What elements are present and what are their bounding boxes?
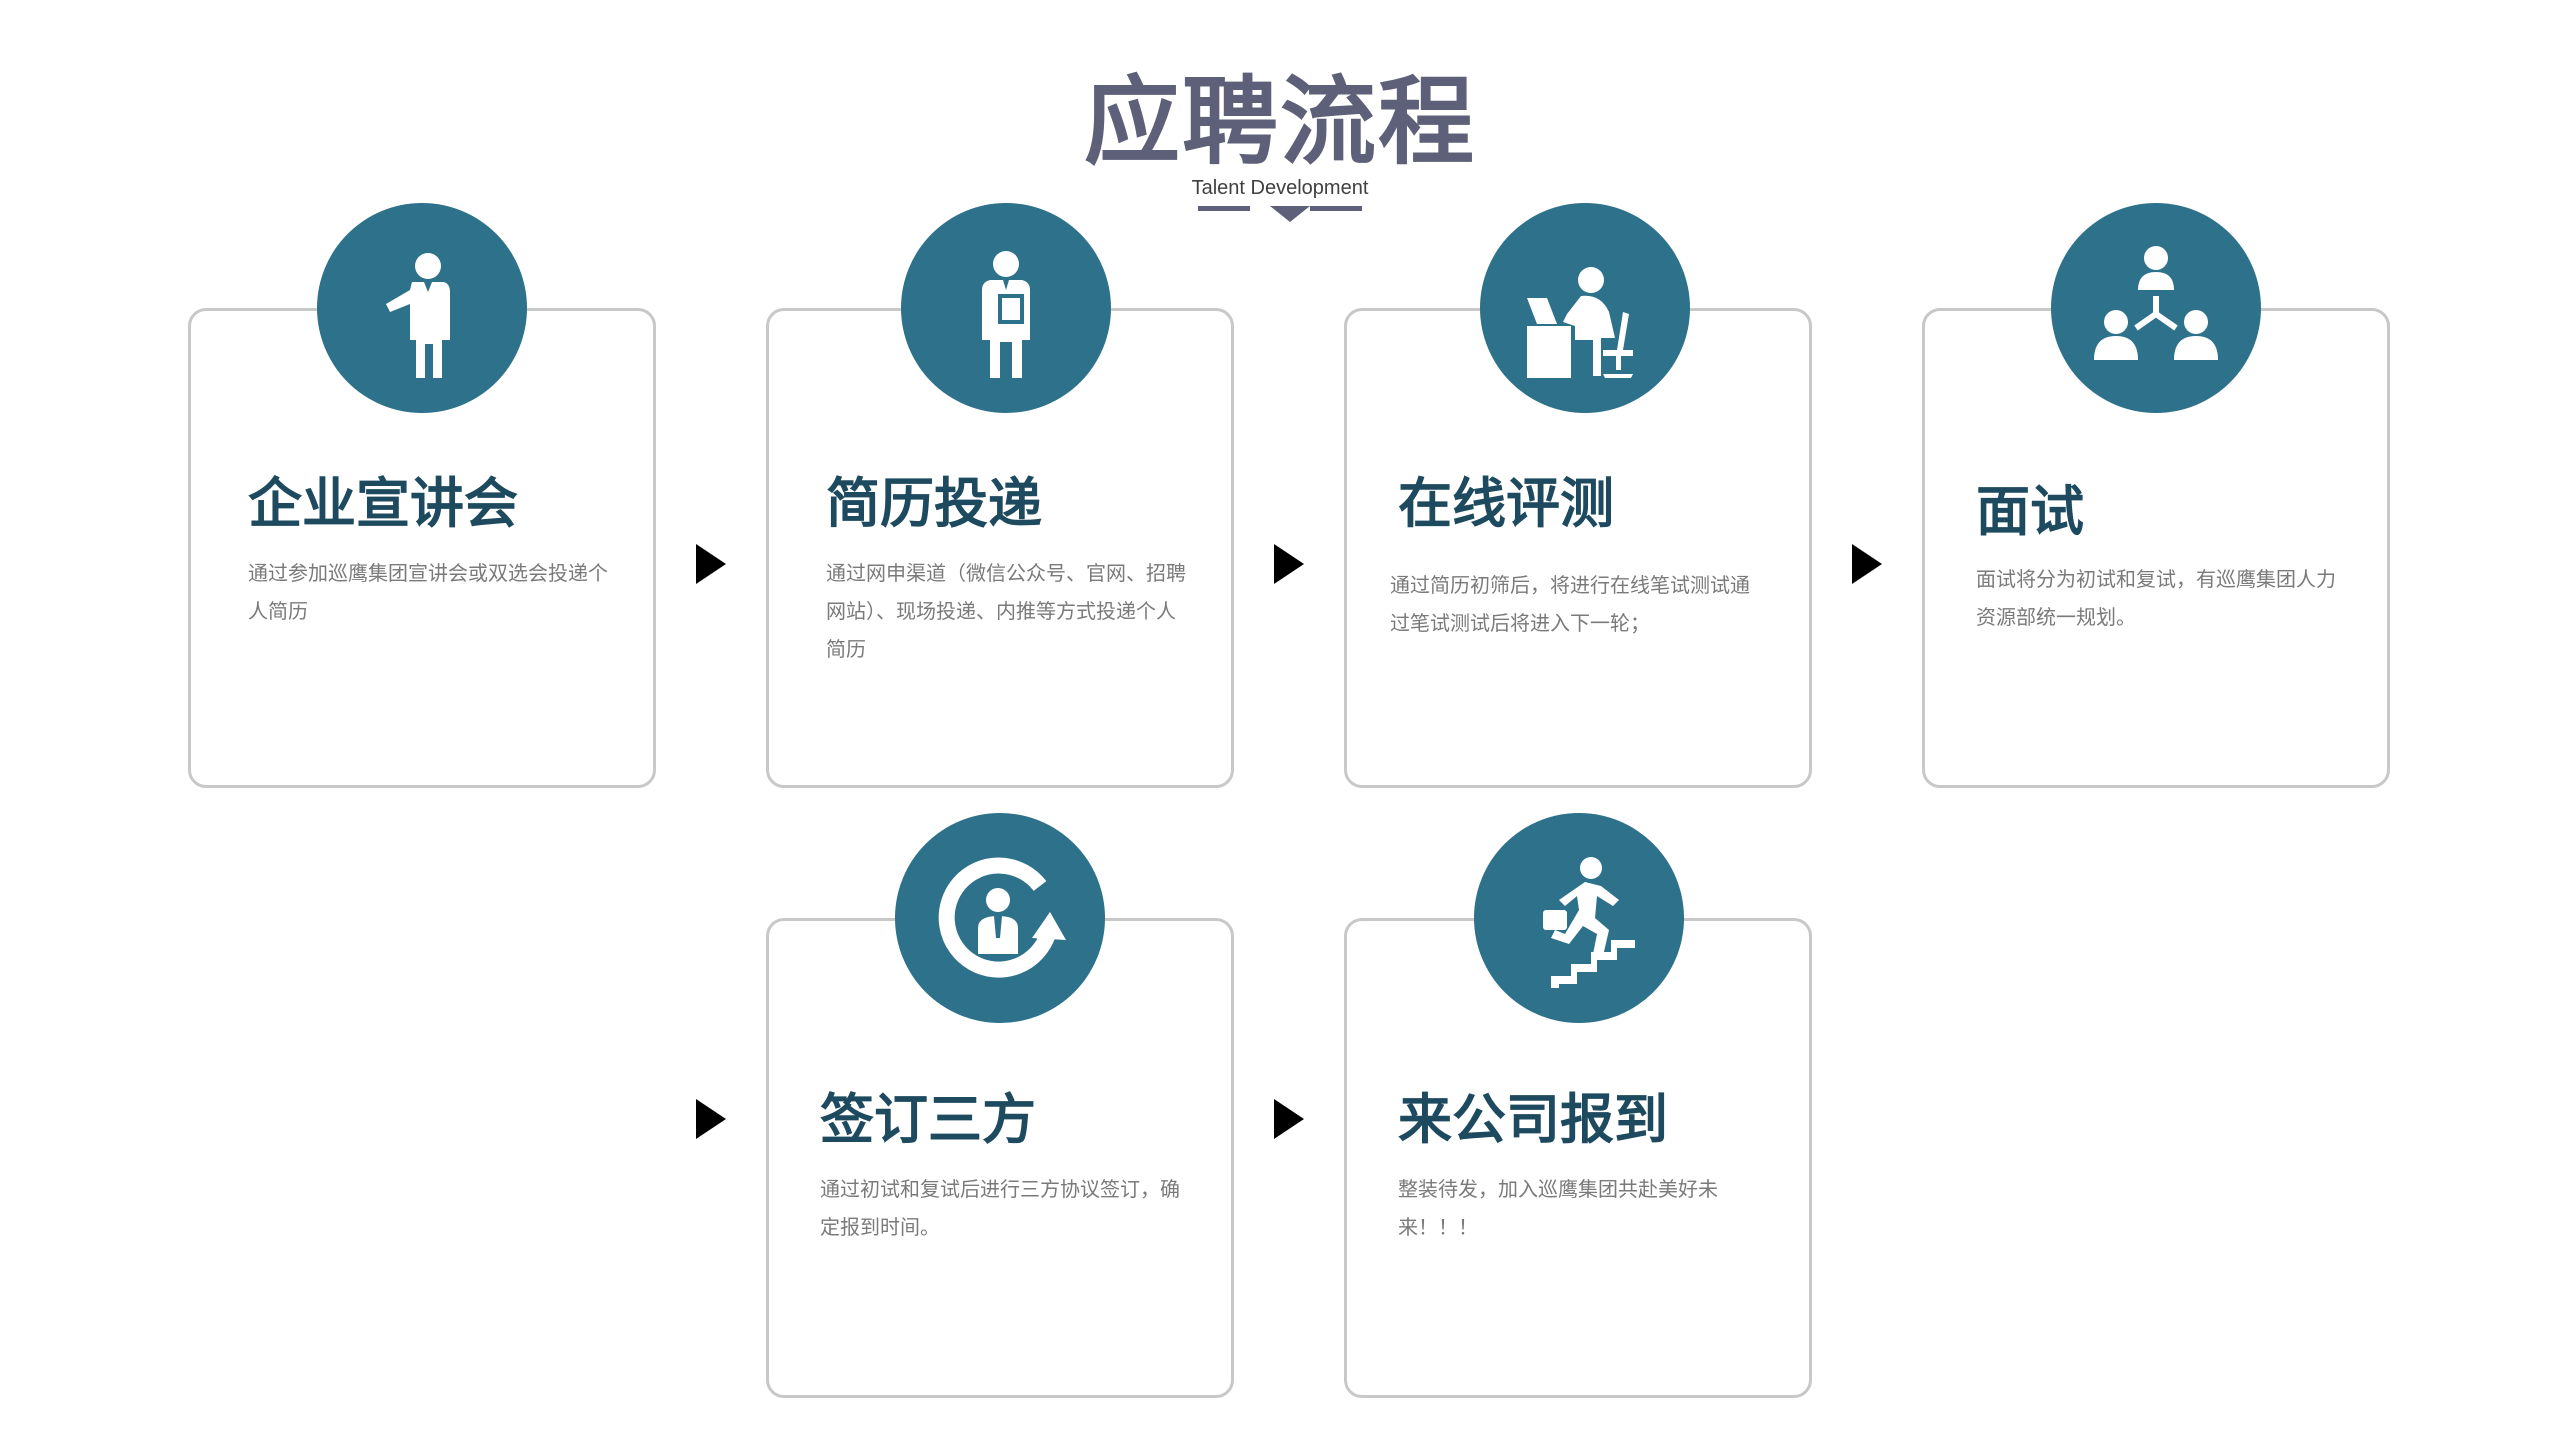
step-description: 通过初试和复试后进行三方协议签订，确定报到时间。	[820, 1177, 1180, 1239]
step-title: 来公司报到	[1398, 1088, 1668, 1151]
step-title: 企业宣讲会	[248, 472, 518, 535]
subtitle-underline-left	[1198, 206, 1250, 211]
person-at-desk-icon	[1527, 267, 1633, 378]
step-description: 面试将分为初试和复试，有巡鹰集团人力资源部统一规划。	[1976, 567, 2336, 629]
step-icon-circle	[317, 203, 527, 413]
step-description: 通过简历初筛后，将进行在线笔试测试通过笔试测试后将进入下一轮；	[1390, 573, 1750, 635]
step-card-interview	[1922, 308, 2390, 788]
step-icon-circle	[1474, 813, 1684, 1023]
page-subtitle: Talent Development	[1191, 177, 1369, 199]
step-icon-circle	[1480, 203, 1690, 413]
step-description: 整装待发，加入巡鹰集团共赴美好未来！！！	[1398, 1177, 1718, 1239]
step-description: 通过参加巡鹰集团宣讲会或双选会投递个人简历	[248, 561, 608, 623]
presenter-icon	[386, 253, 450, 378]
step-title: 签订三方	[820, 1088, 1036, 1151]
step-description: 通过网申渠道（微信公众号、官网、招聘网站）、现场投递、内推等方式投递个人简历	[826, 561, 1186, 661]
step-icon-circle	[895, 813, 1105, 1023]
subtitle-underline-right	[1310, 206, 1362, 211]
subtitle-pointer	[1270, 206, 1310, 222]
step-card-onboarding	[1344, 918, 1812, 1398]
flow-arrow	[1274, 1099, 1304, 1139]
step-icon-circle	[2051, 203, 2261, 413]
step-title: 面试	[1976, 480, 2084, 543]
person-climbing-stairs-icon	[1543, 857, 1635, 988]
page-title: 应聘流程	[1084, 66, 1476, 178]
person-with-resume-icon	[982, 251, 1030, 378]
flow-arrow	[696, 544, 726, 584]
flow-arrow	[1852, 544, 1882, 584]
flow-arrow	[1274, 544, 1304, 584]
step-title: 在线评测	[1398, 472, 1614, 535]
step-title: 简历投递	[826, 472, 1042, 535]
team-hierarchy-icon	[2094, 246, 2218, 360]
growth-cycle-icon	[938, 857, 1066, 978]
flow-arrow	[696, 1099, 726, 1139]
step-icon-circle	[901, 203, 1111, 413]
